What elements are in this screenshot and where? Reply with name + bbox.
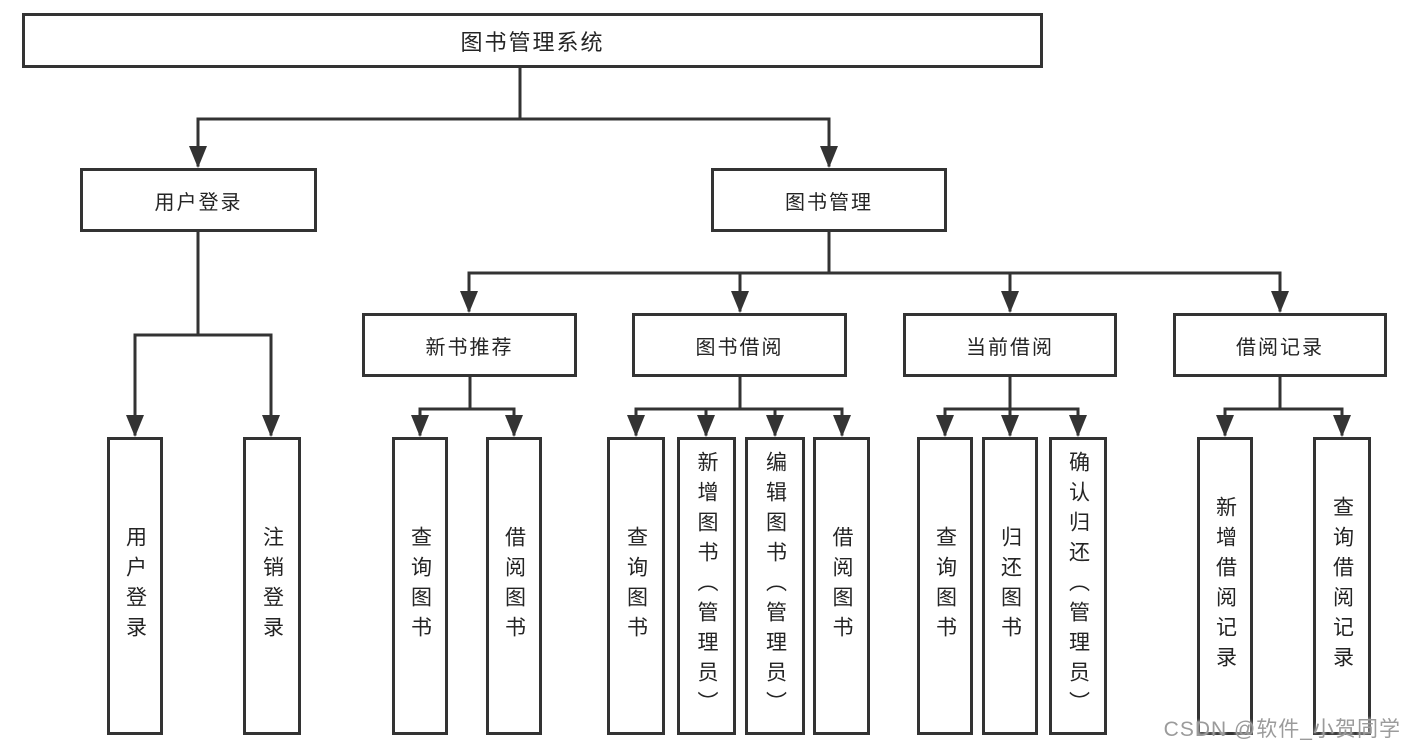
node-leaf-bb-search-books: 查询图书 bbox=[607, 437, 665, 735]
node-label: 新增借阅记录 bbox=[1213, 496, 1237, 676]
node-leaf-bb-add-books-admin: 新增图书（管理员） bbox=[677, 437, 736, 735]
node-leaf-nb-borrow-books: 借阅图书 bbox=[486, 437, 542, 735]
node-leaf-br-search-record: 查询借阅记录 bbox=[1313, 437, 1371, 735]
csdn-watermark: CSDN @软件_小贺同学 bbox=[1163, 718, 1401, 741]
node-label: 借阅图书 bbox=[502, 526, 526, 646]
node-leaf-cb-search-books: 查询图书 bbox=[917, 437, 973, 735]
node-leaf-br-add-record: 新增借阅记录 bbox=[1197, 437, 1253, 735]
node-label: 查询图书 bbox=[624, 526, 648, 646]
node-label: 注销登录 bbox=[260, 526, 284, 646]
node-leaf-nb-search-books: 查询图书 bbox=[392, 437, 448, 735]
node-label: 查询图书 bbox=[933, 526, 957, 646]
node-root-system: 图书管理系统 bbox=[22, 13, 1043, 68]
node-leaf-user-login: 用户登录 bbox=[107, 437, 163, 735]
node-leaf-cb-confirm-return-admin: 确认归还（管理员） bbox=[1049, 437, 1107, 735]
node-borrowing-records: 借阅记录 bbox=[1173, 313, 1387, 377]
node-label: 编辑图书（管理员） bbox=[763, 451, 787, 721]
node-leaf-bb-borrow-books: 借阅图书 bbox=[813, 437, 870, 735]
node-label: 查询借阅记录 bbox=[1330, 496, 1354, 676]
node-leaf-cb-return-books: 归还图书 bbox=[982, 437, 1038, 735]
node-leaf-logout: 注销登录 bbox=[243, 437, 301, 735]
node-label: 借阅图书 bbox=[830, 526, 853, 646]
node-leaf-bb-edit-books-admin: 编辑图书（管理员） bbox=[745, 437, 805, 735]
node-current-borrowing: 当前借阅 bbox=[903, 313, 1117, 377]
node-label: 归还图书 bbox=[998, 526, 1022, 646]
node-label: 确认归还（管理员） bbox=[1066, 451, 1090, 721]
node-new-book-recommendation: 新书推荐 bbox=[362, 313, 577, 377]
node-book-management: 图书管理 bbox=[711, 168, 947, 232]
node-user-login: 用户登录 bbox=[80, 168, 317, 232]
node-label: 查询图书 bbox=[408, 526, 432, 646]
node-book-borrowing: 图书借阅 bbox=[632, 313, 847, 377]
node-label: 新增图书（管理员） bbox=[695, 451, 718, 721]
node-label: 用户登录 bbox=[123, 526, 147, 646]
